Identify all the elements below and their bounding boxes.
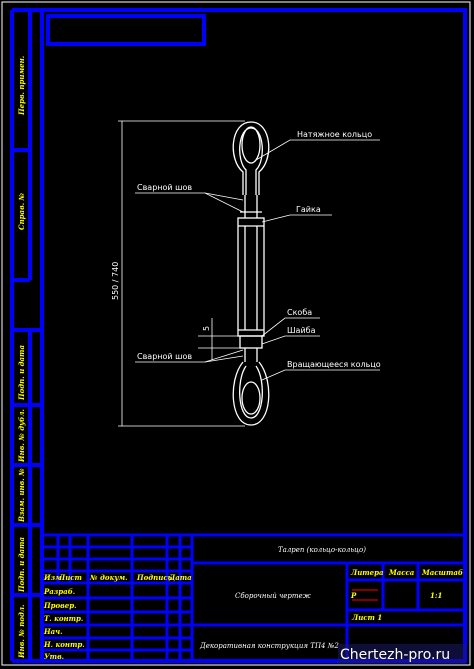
header-litera: Литера (350, 568, 384, 577)
label-tension-ring: Натяжное кольцо (297, 130, 372, 139)
header-masshtab: Масштаб (421, 568, 463, 577)
rotating-ring-hole (241, 381, 261, 415)
rotating-ring-inner (239, 365, 263, 419)
nut-body (237, 217, 265, 337)
side-label-vzam-inv: Взам. инв. № (17, 468, 26, 523)
col-doc: № докум. (89, 573, 128, 582)
small-dimension: 5 (202, 326, 211, 331)
rotating-ring-outer (232, 361, 270, 426)
side-label-sprav-no: Справ. № (17, 192, 26, 230)
header-massa: Масса (388, 568, 415, 577)
row-t-kontr: Т. контр. (44, 614, 83, 623)
row-prov: Провер. (43, 601, 77, 610)
title-block-frame (40, 533, 467, 663)
side-label-inv-podl: Инв. № подл. (17, 605, 26, 659)
watermark-bg (338, 644, 466, 664)
label-nut: Гайка (296, 205, 321, 214)
label-weld-seam-bottom: Сварной шов (137, 352, 192, 361)
row-n-kontr: Н. контр. (43, 640, 85, 649)
value-litera: Р (350, 591, 357, 600)
side-label-podp-data-1: Подп. и дата (17, 345, 26, 401)
list-label: Лист 1 (351, 613, 382, 622)
drawing-name: Сборочный чертеж (235, 592, 311, 600)
tension-ring-outer (232, 121, 270, 195)
title-block-red-lines (352, 589, 378, 601)
label-washer: Шайба (287, 326, 316, 335)
standard-text: Декоративная конструкция ТП4 №2 (199, 642, 339, 650)
label-bracket: Скоба (287, 308, 312, 317)
row-utv: Утв. (44, 652, 64, 661)
washer (239, 335, 263, 349)
side-label-podp-data-2: Подп. и дата (17, 537, 26, 593)
col-podp: Подпись (136, 573, 173, 582)
tension-ring-hole (241, 126, 261, 164)
side-label-inv-dubl: Инв. № дубл. (17, 409, 26, 463)
watermark: Chertezh-pro.ru (340, 647, 450, 663)
overall-length-dimension: 550 / 740 (111, 262, 120, 300)
col-data: Дата (168, 573, 192, 582)
side-labels: Перв. примен. Справ. № Подп. и дата Инв.… (17, 56, 26, 659)
row-razrab: Разраб. (43, 587, 75, 596)
tension-ring-inner (239, 127, 263, 195)
col-list: Лист (58, 573, 82, 582)
dimension-lines (118, 120, 245, 427)
label-rotating-ring: Вращающееся кольцо (287, 360, 381, 369)
col-izm: Изм (43, 573, 62, 582)
label-weld-seam-top: Сварной шов (137, 183, 192, 192)
value-masshtab: 1:1 (430, 591, 442, 600)
side-label-perv-primen: Перв. примен. (17, 56, 26, 116)
row-nach: Нач. (43, 627, 63, 636)
turnbuckle-part[interactable] (232, 121, 270, 426)
drawing-title: Талреп (кольцо-кольцо) (278, 546, 366, 554)
leader-lines (135, 139, 380, 381)
title-block-text: Талреп (кольцо-кольцо) Сборочный чертеж … (43, 546, 463, 661)
callout-labels: Натяжное кольцо Сварной шов Гайка Скоба … (137, 130, 381, 369)
